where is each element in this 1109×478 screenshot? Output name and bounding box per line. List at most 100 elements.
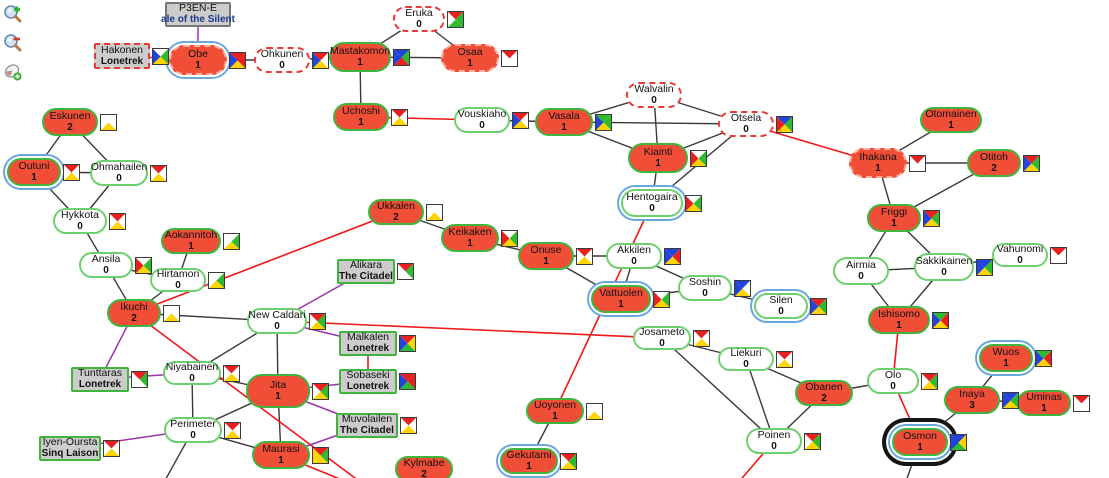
system-count: 1: [875, 163, 881, 174]
zoom-in-button[interactable]: [3, 4, 23, 24]
system-count: 0: [189, 373, 195, 384]
ikuchi-standings-icon: [163, 304, 180, 322]
system-label: Poinen: [757, 429, 791, 441]
malkalen-standings-icon: [399, 334, 416, 352]
mouse-select-button[interactable]: [3, 62, 23, 82]
system-label: Ohmahailen: [90, 161, 148, 173]
system-count: 1: [618, 299, 624, 310]
system-label: Josameto: [639, 326, 685, 338]
system-label: Hentogaira: [626, 191, 678, 203]
system-count: 0: [77, 221, 83, 232]
region-link-region: Lonetrek: [346, 381, 390, 392]
system-label: Walvalin: [634, 83, 674, 95]
system-count: 1: [561, 122, 567, 133]
system-label: Gekutami: [506, 449, 552, 461]
region-link-system: Tunttaras: [78, 367, 122, 379]
system-label: Vouskiaho: [457, 108, 507, 120]
system-count: 0: [416, 19, 422, 30]
onuse-standings-icon: [576, 247, 593, 265]
system-count: 0: [651, 95, 657, 106]
system-count: 0: [659, 338, 665, 349]
friggi-standings-icon: [923, 209, 940, 227]
system-label: Hirtamon: [156, 268, 200, 280]
ohmahailen-standings-icon: [150, 164, 167, 182]
system-count: 0: [890, 381, 896, 392]
map-edge-josameto-poinen: [661, 337, 775, 442]
system-label: Onuse: [530, 244, 562, 256]
system-label: Outuni: [18, 160, 50, 172]
vahunomi-standings-icon: [1050, 246, 1067, 264]
system-count: 0: [190, 430, 196, 441]
system-label: Silen: [769, 294, 793, 306]
zoom-out-button[interactable]: [3, 33, 23, 53]
ukkalen-standings-icon: [426, 203, 443, 221]
region-link-system: Muvolailen: [341, 413, 393, 425]
system-label: Uoyonen: [533, 399, 577, 411]
magnifier-minus-icon: [4, 34, 22, 52]
region-link-system: P3EN-E: [179, 2, 217, 14]
newcaldari-standings-icon: [309, 312, 326, 330]
